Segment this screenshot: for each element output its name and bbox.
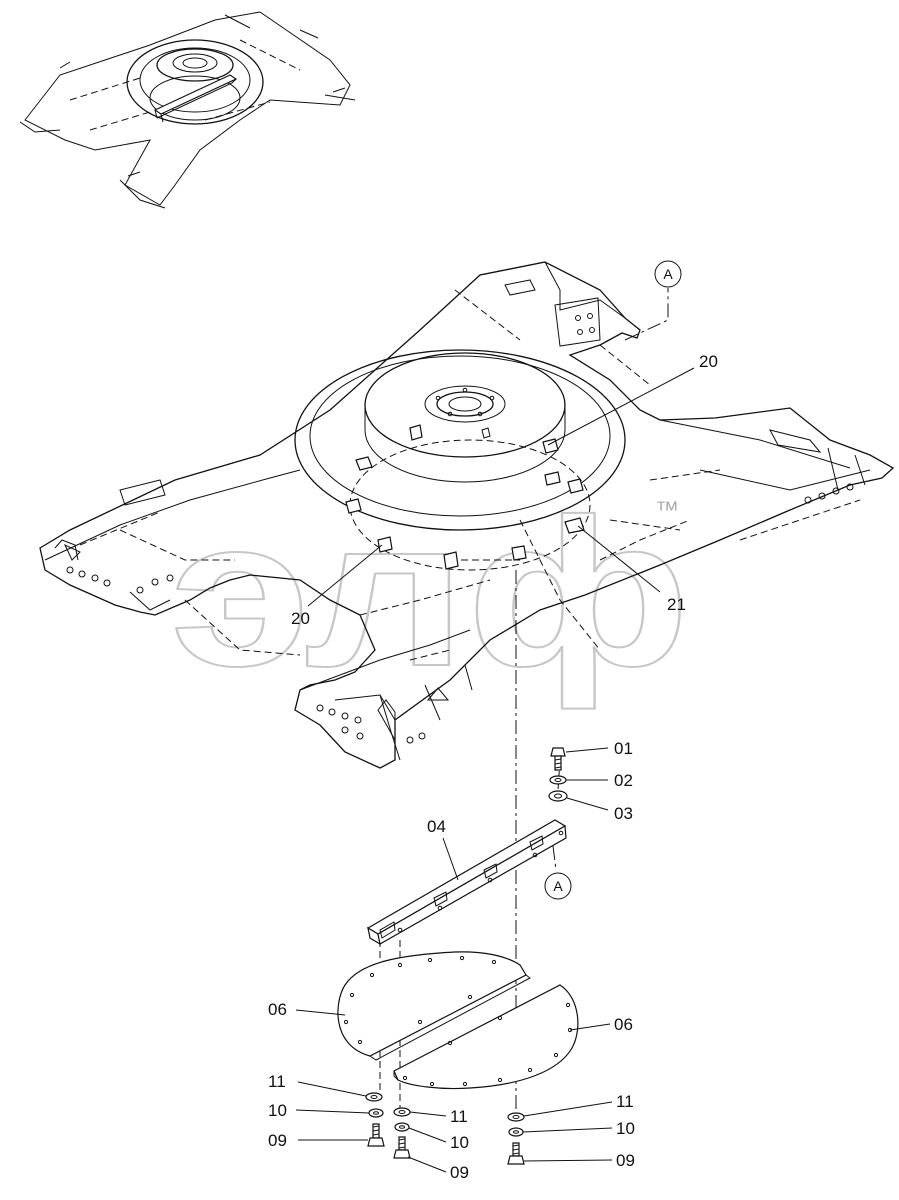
callout-10-right: 10: [616, 1119, 635, 1138]
view-reference-a-bottom: A: [544, 872, 572, 900]
view-reference-label: A: [553, 878, 563, 894]
lower-hardware-middle: [393, 1107, 411, 1159]
callout-09-left: 09: [268, 1131, 287, 1150]
lock-washer-02: [549, 775, 567, 785]
cover-plate-06-right: [393, 984, 579, 1090]
callout-labels: 20 20 21 01 02 03 04 06 06 11 10 09 11 1…: [268, 352, 718, 1182]
callout-11-mid: 11: [450, 1107, 468, 1126]
callout-09-mid: 09: [450, 1163, 469, 1182]
lower-hardware-left: [365, 1092, 385, 1147]
callout-06-right: 06: [614, 1015, 633, 1034]
upper-frame-assembly: [39, 261, 895, 769]
overview-thumbnail: [19, 11, 356, 209]
callout-11-right: 11: [616, 1092, 634, 1111]
watermark: элф ™: [169, 474, 691, 711]
watermark-text: элф: [170, 475, 690, 710]
callout-03: 03: [614, 804, 633, 823]
watermark-trademark: ™: [655, 497, 679, 524]
view-reference-a-top: A: [654, 260, 682, 288]
callout-01: 01: [614, 739, 633, 758]
view-reference-label: A: [663, 266, 673, 282]
bolt-01: [550, 747, 566, 771]
cover-plate-06-left: [337, 951, 531, 1061]
leader-lines: [295, 367, 695, 1173]
callout-09-right: 09: [616, 1151, 635, 1170]
callout-21: 21: [667, 595, 686, 614]
lower-hardware-right: [507, 1112, 525, 1165]
callout-10-left: 10: [268, 1101, 287, 1120]
callout-20-top: 20: [699, 352, 718, 371]
callout-20-left: 20: [291, 609, 310, 628]
callout-04: 04: [427, 817, 446, 836]
angle-bracket-04: [366, 819, 567, 946]
flat-washer-03: [548, 790, 568, 802]
callout-06-left: 06: [268, 1000, 287, 1019]
callout-10-mid: 10: [450, 1133, 469, 1152]
callout-11-left: 11: [268, 1072, 286, 1091]
callout-02: 02: [614, 771, 633, 790]
